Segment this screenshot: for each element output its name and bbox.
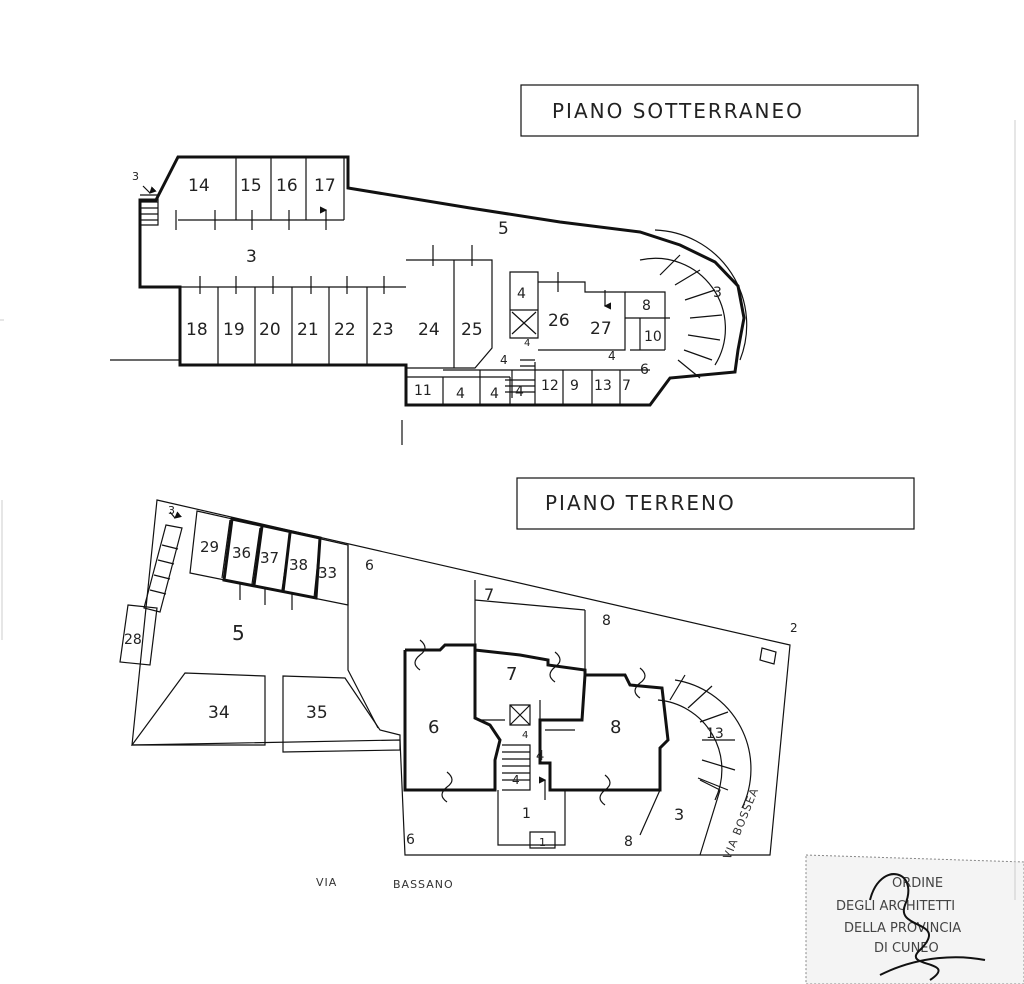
architects-stamp: ORDINE DEGLI ARCHITETTI DELLA PROVINCIA … <box>805 854 1024 984</box>
room-label: 4 <box>608 349 616 363</box>
room-label: 4 <box>490 386 499 402</box>
room-label: 21 <box>297 320 319 340</box>
room-label: 29 <box>200 538 219 556</box>
room-label: 14 <box>188 176 210 196</box>
room-label: 3 <box>674 805 684 824</box>
stamp-line: DELLA PROVINCIA <box>844 921 961 936</box>
room-label: 4 <box>536 749 544 764</box>
basement-arrows <box>142 185 605 306</box>
room-label: 10 <box>644 329 662 345</box>
street-label: BASSANO <box>393 878 454 891</box>
room-label: 28 <box>124 632 142 648</box>
basement-title-box: PIANO SOTTERRANEO <box>520 84 919 137</box>
ground-room-labels: 3 29 36 37 38 33 6 28 5 7 8 2 34 35 7 6 … <box>124 504 798 850</box>
ground-title-box: PIANO TERRENO <box>516 477 915 530</box>
street-label: VIA <box>316 876 337 889</box>
signature-icon <box>869 873 986 981</box>
room-label: 1 <box>539 836 546 849</box>
ground-arrows <box>169 511 575 800</box>
room-label: 16 <box>276 176 298 196</box>
room-label: 3 <box>132 170 139 183</box>
room-label: 27 <box>590 319 612 339</box>
room-label: 34 <box>208 703 230 723</box>
room-label: 33 <box>318 564 337 582</box>
room-label: 4 <box>512 773 520 787</box>
room-label: 9 <box>570 378 579 394</box>
room-label: 4 <box>456 386 465 402</box>
basement-title: PIANO SOTTERRANEO <box>552 99 804 123</box>
room-label: 8 <box>624 834 633 850</box>
room-label: 5 <box>498 219 509 239</box>
room-label: 5 <box>232 621 245 645</box>
ground-plan: 3 29 36 37 38 33 6 28 5 7 8 2 34 35 7 6 … <box>119 499 798 891</box>
room-label: 4 <box>524 338 530 349</box>
basement-plan: 3 14 15 16 17 5 3 3 18 19 20 21 22 23 24… <box>110 155 748 445</box>
room-label: 6 <box>406 832 415 848</box>
room-label: 2 <box>790 621 798 635</box>
room-label: 7 <box>622 378 631 394</box>
room-label: 20 <box>259 320 281 340</box>
room-label: 35 <box>306 703 328 723</box>
room-label: 4 <box>522 730 528 741</box>
room-label: 8 <box>610 717 621 738</box>
room-label: 25 <box>461 320 483 340</box>
room-label: 37 <box>260 549 279 567</box>
room-label: 24 <box>418 320 440 340</box>
room-label: 19 <box>223 320 245 340</box>
room-label: 7 <box>506 664 517 685</box>
room-label: 18 <box>186 320 208 340</box>
room-label: 13 <box>594 378 612 394</box>
basement-room-labels: 3 14 15 16 17 5 3 3 18 19 20 21 22 23 24… <box>132 170 722 402</box>
room-label: 36 <box>232 544 251 562</box>
stamp-line: DI CUNEO <box>874 941 939 956</box>
room-label: 17 <box>314 176 336 196</box>
room-label: 3 <box>168 504 175 517</box>
room-label: 3 <box>713 285 722 301</box>
room-label: 3 <box>246 247 257 267</box>
room-label: 38 <box>289 556 308 574</box>
room-label: 22 <box>334 320 356 340</box>
stamp-line: ORDINE <box>892 876 943 891</box>
room-label: 8 <box>642 298 651 314</box>
room-label: 6 <box>428 717 439 738</box>
stamp-line: DEGLI ARCHITETTI <box>836 899 955 914</box>
room-label: 4 <box>500 353 508 367</box>
ground-title: PIANO TERRENO <box>545 491 736 515</box>
room-label: 26 <box>548 311 570 331</box>
room-label: 6 <box>640 362 649 378</box>
room-label: 4 <box>517 286 526 302</box>
street-label: VIA BOSSEA <box>721 786 762 862</box>
room-label: 11 <box>414 383 432 399</box>
room-label: 6 <box>365 558 374 574</box>
room-label: 1 <box>522 806 531 822</box>
room-label: 15 <box>240 176 262 196</box>
room-label: 7 <box>484 585 494 604</box>
room-label: 23 <box>372 320 394 340</box>
room-label: 8 <box>602 613 611 629</box>
room-label: 4 <box>515 384 524 400</box>
room-label: 13 <box>706 726 724 742</box>
room-label: 12 <box>541 378 559 394</box>
